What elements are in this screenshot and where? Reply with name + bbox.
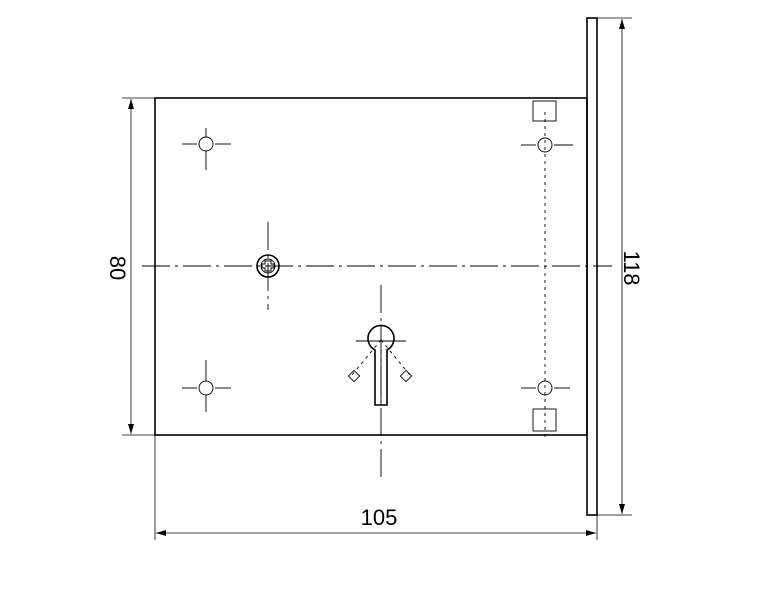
latch-square-bottom <box>532 408 557 432</box>
screw-icon <box>256 254 280 278</box>
mounting-hole-top-left <box>182 128 231 170</box>
dimension-width-label: 105 <box>361 505 398 530</box>
dimension-width <box>154 435 598 540</box>
keyhole-icon <box>367 324 395 406</box>
dimension-plate-length <box>597 17 632 516</box>
dimension-height <box>122 97 155 436</box>
latch-square-top <box>532 100 557 122</box>
face-plate <box>586 17 598 516</box>
keyhole-guides <box>347 339 413 383</box>
mounting-hole-top-right <box>521 137 573 153</box>
dimension-height-label: 80 <box>105 256 130 280</box>
mounting-hole-bottom-right <box>521 380 570 396</box>
dimension-plate-length-label: 118 <box>619 250 644 285</box>
mounting-hole-bottom-left <box>182 360 231 412</box>
lock-body <box>154 97 588 436</box>
